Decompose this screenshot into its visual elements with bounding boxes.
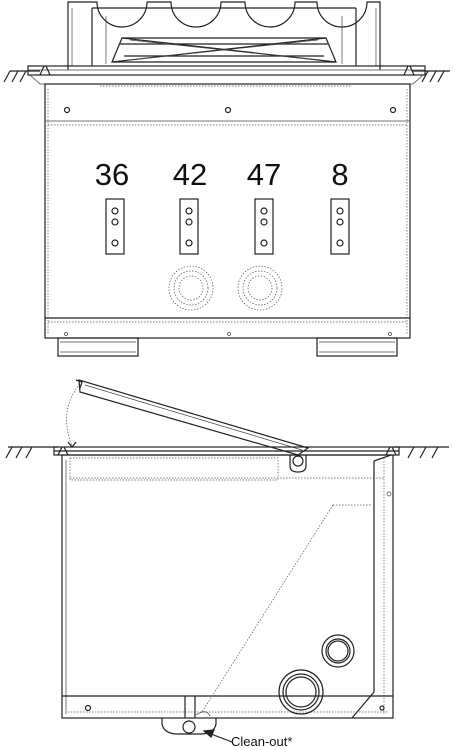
feet — [57, 337, 398, 357]
port-label-1: 36 — [95, 157, 129, 192]
port-label-2: 42 — [173, 157, 207, 192]
side-box-body — [61, 454, 394, 719]
port-labels: 36 42 47 8 — [95, 157, 349, 192]
clean-out-plug — [161, 711, 217, 735]
top-cover — [67, 1, 381, 70]
open-lid — [78, 379, 310, 456]
receptacle-plates — [105, 198, 350, 255]
receptacle-plate-2 — [179, 198, 199, 255]
side-floor-hatch-right — [394, 446, 449, 459]
side-flange — [53, 446, 400, 456]
hinge — [289, 455, 307, 473]
clean-out-callout: Clean-out* — [202, 729, 292, 749]
clean-out-label: Clean-out* — [231, 734, 292, 749]
receptacle-plate-4 — [330, 198, 350, 255]
port-label-4: 8 — [331, 157, 348, 192]
receptacle-plate-3 — [254, 198, 274, 255]
side-floor-hatch-left — [5, 446, 58, 459]
floor-hatch-right — [412, 70, 450, 83]
box-body — [44, 83, 411, 339]
flange — [27, 65, 426, 87]
knockouts — [168, 265, 283, 311]
receptacle-plate-1 — [105, 198, 125, 255]
side-knockouts — [278, 634, 355, 715]
port-label-3: 47 — [247, 157, 281, 192]
floor-hatch-left — [3, 70, 40, 83]
front-view: 36 42 47 8 — [3, 1, 450, 357]
side-view: Clean-out* — [5, 379, 449, 749]
